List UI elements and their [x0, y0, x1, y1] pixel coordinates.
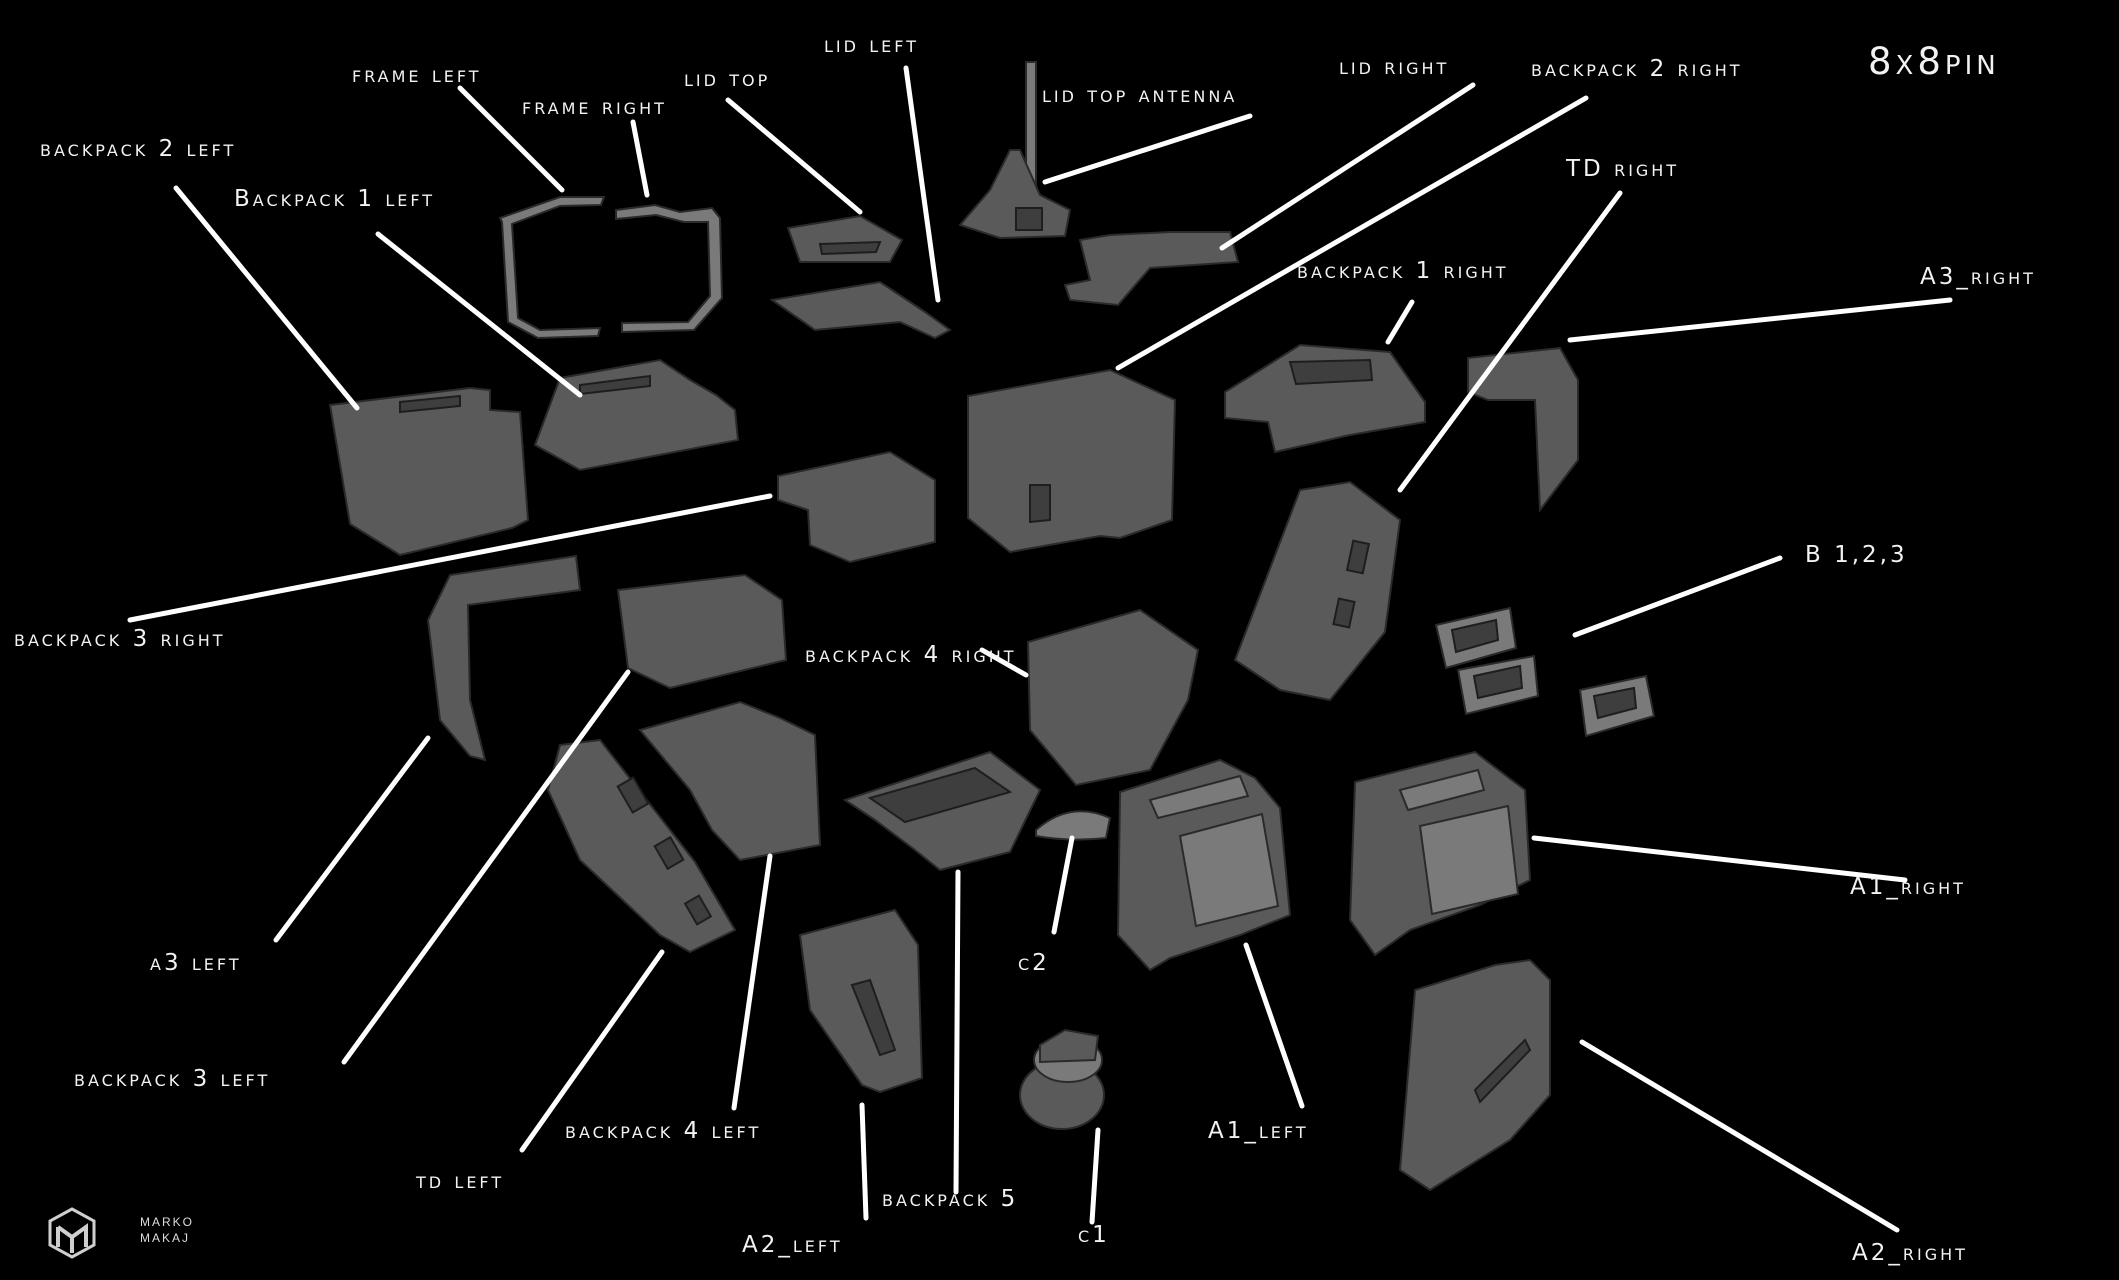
- label-c2: c2: [1018, 950, 1050, 976]
- label-backpack-5: backpack 5: [882, 1186, 1019, 1212]
- part-antenna-slot: [1015, 207, 1043, 231]
- part-frame-left: [498, 196, 606, 340]
- label-backpack-1-right: backpack 1 right: [1297, 258, 1509, 284]
- leader-backpack-4-right: [979, 647, 1029, 678]
- label-frame-left: frame left: [352, 62, 482, 88]
- label-backpack-3-left: backpack 3 left: [74, 1066, 271, 1092]
- label-backpack-4-left: backpack 4 left: [565, 1118, 762, 1144]
- label-backpack-2-left: backpack 2 left: [40, 136, 237, 162]
- page-title: 8x8pin: [1868, 40, 2000, 83]
- part-td-right-slot-2: [1332, 597, 1356, 629]
- leader-a1-left: [1243, 942, 1305, 1109]
- part-backpack-2-right-side: [1029, 484, 1051, 524]
- part-backpack-1-right-opening: [1288, 358, 1374, 386]
- part-backpack-2-right: [967, 368, 1177, 554]
- part-a2-right: [1398, 958, 1551, 1192]
- leader-backpack-1-left: [375, 231, 583, 398]
- leader-backpack-1-right: [1385, 299, 1415, 345]
- leader-c1: [1089, 1127, 1101, 1225]
- leader-c2: [1051, 835, 1075, 935]
- part-td-left-slot-2: [653, 835, 685, 871]
- part-b2-inner: [1472, 664, 1524, 700]
- part-backpack-5-inner: [867, 766, 1013, 824]
- part-c1-top: [1039, 1028, 1100, 1064]
- leader-lid-right: [1219, 82, 1476, 251]
- logo-cube-icon: [48, 1207, 96, 1259]
- part-backpack-2-left-slot: [399, 394, 461, 414]
- part-td-right: [1233, 480, 1402, 702]
- logo-text-line-2: MAKAJ: [140, 1231, 191, 1245]
- leader-a2-right: [1579, 1039, 1900, 1233]
- label-td-left: td left: [416, 1168, 505, 1194]
- part-td-left-slot-3: [683, 894, 713, 926]
- leader-a2-left: [859, 1102, 869, 1221]
- part-backpack-1-left: [533, 358, 740, 472]
- part-c2: [1035, 810, 1112, 841]
- part-frame-right: [615, 203, 724, 334]
- leader-backpack-5: [953, 869, 961, 1195]
- part-lid-right: [1063, 231, 1240, 307]
- part-backpack-4-left: [638, 700, 822, 862]
- label-backpack-2-right: backpack 2 right: [1531, 56, 1743, 82]
- logo: MARKO MAKAJ: [44, 1205, 192, 1265]
- part-b1-inner: [1450, 618, 1500, 654]
- part-backpack-3-right: [777, 450, 936, 564]
- leader-lid-left: [903, 65, 941, 303]
- label-a3-right: A3_right: [1920, 264, 2036, 290]
- label-a1-right: A1_right: [1850, 874, 1966, 900]
- leader-frame-right: [630, 119, 650, 198]
- part-lid-top: [786, 214, 904, 263]
- label-c1: c1: [1078, 1222, 1110, 1248]
- leader-a3-left: [273, 735, 431, 943]
- part-td-left-slot-1: [616, 776, 650, 814]
- leader-td-right: [1397, 190, 1623, 493]
- label-backpack-4-right: backpack 4 right: [805, 642, 1017, 668]
- part-a1-right-panel: [1418, 804, 1520, 916]
- part-backpack-1-left-slot: [579, 374, 651, 396]
- leader-backpack-2-right: [1115, 95, 1589, 371]
- label-lid-top-antenna: lid top antenna: [1042, 82, 1238, 108]
- leader-td-left: [519, 949, 665, 1153]
- part-backpack-2-left: [328, 386, 530, 557]
- label-backpack-3-right: backpack 3 right: [14, 626, 226, 652]
- label-a1-left: A1_left: [1208, 1118, 1309, 1144]
- leader-frame-left: [457, 85, 565, 193]
- label-a2-left: A2_left: [742, 1232, 843, 1258]
- part-a2-right-slot: [1473, 1038, 1532, 1104]
- part-backpack-1-right: [1224, 343, 1426, 454]
- leader-lid-top: [725, 97, 863, 215]
- label-lid-top: lid top: [684, 66, 771, 92]
- part-lid-left: [769, 280, 952, 340]
- label-frame-right: frame right: [522, 94, 667, 120]
- logo-text-line-1: MARKO: [140, 1215, 195, 1229]
- part-a1-left-panel: [1178, 812, 1280, 928]
- part-a1-left-roll: [1148, 774, 1250, 820]
- part-backpack-4-right: [616, 573, 788, 690]
- part-td-right-slot-1: [1345, 539, 1371, 575]
- label-lid-left: lid left: [824, 32, 919, 58]
- leader-a1-right: [1531, 835, 1908, 883]
- part-backpack-4-right-body: [1026, 608, 1200, 787]
- label-lid-right: lid right: [1339, 54, 1450, 80]
- part-a3-right: [1467, 346, 1579, 513]
- part-a3-left: [426, 554, 582, 762]
- leader-a3-right: [1567, 297, 1953, 343]
- part-lid-top-slot: [818, 240, 882, 256]
- leader-backpack-3-right: [127, 493, 773, 623]
- label-backpack-1-left: Backpack 1 left: [234, 186, 436, 212]
- leader-lid-top-antenna: [1042, 113, 1253, 185]
- part-a1-right-roll: [1398, 768, 1486, 812]
- leader-backpack-4-left: [731, 853, 773, 1111]
- label-td-right: TD right: [1566, 156, 1680, 182]
- leader-b-123: [1572, 555, 1783, 638]
- label-b-123: B 1,2,3: [1805, 542, 1908, 568]
- label-a3-left: a3 left: [150, 950, 242, 976]
- part-b3-inner: [1592, 686, 1638, 720]
- leader-backpack-2-left: [173, 185, 360, 411]
- label-a2-right: A2_right: [1852, 1240, 1968, 1266]
- part-a2-left-slot: [850, 978, 897, 1057]
- leader-backpack-3-left: [341, 669, 631, 1065]
